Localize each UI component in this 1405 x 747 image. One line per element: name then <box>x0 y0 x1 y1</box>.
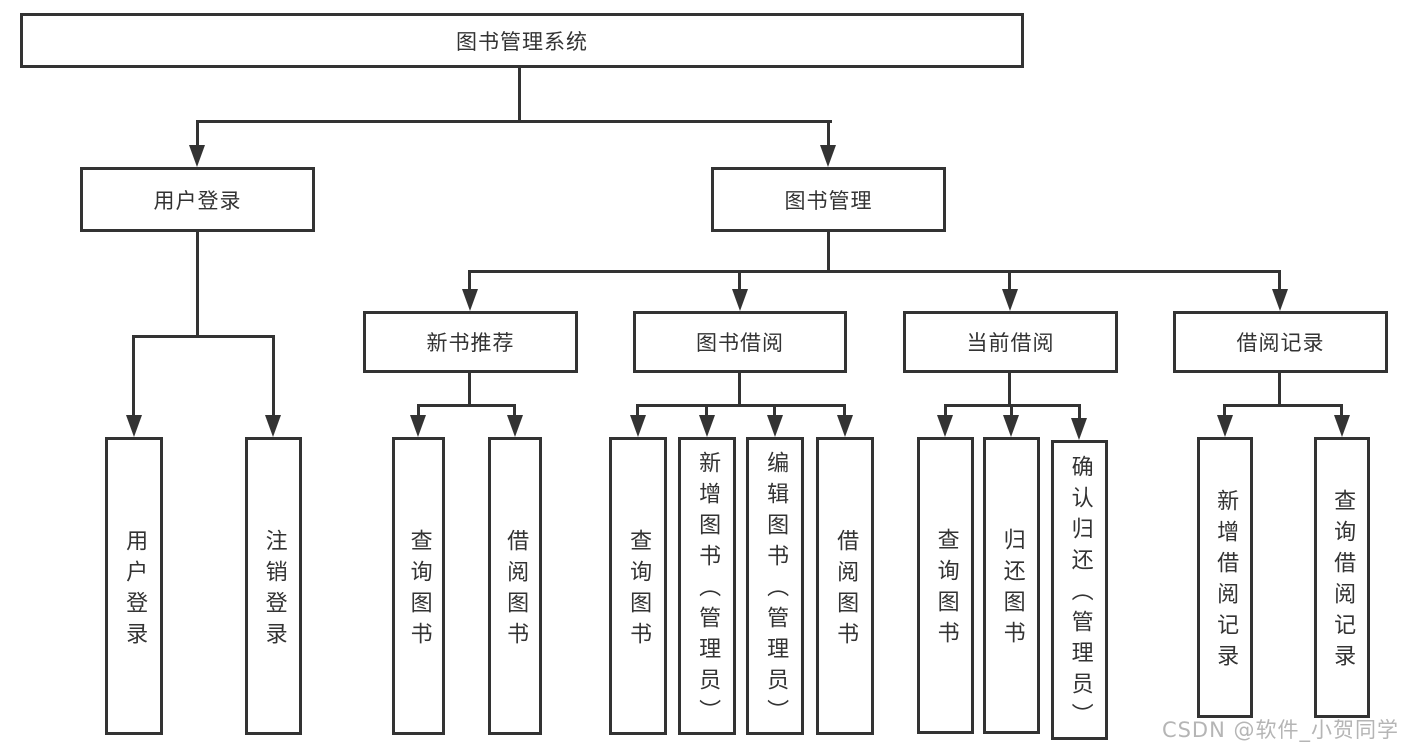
node-library-system: 图书管理系统 <box>20 13 1024 68</box>
connector <box>705 404 708 417</box>
connector <box>417 404 420 417</box>
leaf-label: 编辑图书（管理员） <box>763 451 789 730</box>
leaf-add-book-admin: 新增图书（管理员） <box>678 437 736 735</box>
leaf-query-book-newbook: 查询图书 <box>392 437 445 735</box>
leaf-label: 查询图书 <box>933 528 959 652</box>
connector <box>196 120 832 123</box>
connector <box>1078 404 1081 420</box>
node-current-borrowing: 当前借阅 <box>903 311 1118 373</box>
connector <box>468 373 471 406</box>
connector <box>1008 373 1011 406</box>
arrowhead-icon <box>507 415 523 437</box>
connector <box>1278 270 1281 290</box>
connector <box>196 120 199 147</box>
connector <box>738 373 741 406</box>
connector <box>513 404 516 417</box>
connector <box>518 67 521 122</box>
node-book-borrowing: 图书借阅 <box>633 311 847 373</box>
node-user-login: 用户登录 <box>80 167 315 232</box>
arrowhead-icon <box>189 145 205 167</box>
leaf-query-borrow-record: 查询借阅记录 <box>1314 437 1370 718</box>
leaf-label: 注销登录 <box>261 528 287 653</box>
leaf-label: 查询图书 <box>406 528 432 653</box>
node-new-book-recommend: 新书推荐 <box>363 311 578 373</box>
leaf-label: 确认归还（管理员） <box>1067 455 1093 734</box>
connector <box>843 404 846 417</box>
leaf-label: 借阅图书 <box>833 528 859 653</box>
connector <box>1223 404 1226 417</box>
connector <box>272 335 275 417</box>
leaf-add-borrow-record: 新增借阅记录 <box>1197 437 1253 718</box>
leaf-query-book-borrow: 查询图书 <box>609 437 667 735</box>
leaf-user-login: 用户登录 <box>105 437 163 735</box>
arrowhead-icon <box>265 415 281 437</box>
arrowhead-icon <box>1217 415 1233 437</box>
connector <box>827 120 830 147</box>
leaf-logout: 注销登录 <box>245 437 302 735</box>
connector <box>944 404 947 417</box>
leaf-edit-book-admin: 编辑图书（管理员） <box>746 437 804 735</box>
connector <box>738 270 741 290</box>
arrowhead-icon <box>820 145 836 167</box>
arrowhead-icon <box>767 415 783 437</box>
leaf-return-book: 归还图书 <box>983 437 1040 734</box>
leaf-label: 新增图书（管理员） <box>695 451 721 730</box>
arrowhead-icon <box>1002 289 1018 311</box>
connector <box>132 335 274 338</box>
connector <box>636 404 639 417</box>
arrowhead-icon <box>937 415 953 437</box>
connector <box>1010 404 1013 417</box>
arrowhead-icon <box>837 415 853 437</box>
connector <box>636 404 845 407</box>
connector <box>468 270 471 290</box>
arrowhead-icon <box>1003 415 1019 437</box>
node-borrowing-records: 借阅记录 <box>1173 311 1388 373</box>
leaf-borrow-book-newbook: 借阅图书 <box>488 437 542 735</box>
connector <box>132 335 135 417</box>
arrowhead-icon <box>699 415 715 437</box>
connector <box>827 232 830 273</box>
connector <box>196 232 199 338</box>
leaf-label: 查询图书 <box>626 528 652 653</box>
leaf-confirm-return-admin: 确认归还（管理员） <box>1051 440 1108 740</box>
csdn-watermark: CSDN @软件_小贺同学 <box>1161 718 1399 742</box>
connector <box>1278 373 1281 406</box>
leaf-query-book-current: 查询图书 <box>917 437 974 734</box>
leaf-label: 借阅图书 <box>503 528 529 653</box>
node-book-management: 图书管理 <box>711 167 946 232</box>
arrowhead-icon <box>410 415 426 437</box>
connector <box>1340 404 1343 417</box>
leaf-label: 归还图书 <box>999 528 1025 652</box>
leaf-label: 用户登录 <box>122 528 148 653</box>
arrowhead-icon <box>1272 289 1288 311</box>
connector <box>1008 270 1011 290</box>
connector <box>417 404 516 407</box>
connector <box>1223 404 1342 407</box>
arrowhead-icon <box>1071 418 1087 440</box>
arrowhead-icon <box>1334 415 1350 437</box>
arrowhead-icon <box>732 289 748 311</box>
arrowhead-icon <box>126 415 142 437</box>
arrowhead-icon <box>630 415 646 437</box>
leaf-borrow-book: 借阅图书 <box>816 437 874 735</box>
leaf-label: 新增借阅记录 <box>1213 489 1239 675</box>
connector <box>773 404 776 417</box>
arrowhead-icon <box>462 289 478 311</box>
leaf-label: 查询借阅记录 <box>1330 489 1356 675</box>
connector <box>468 270 1281 273</box>
